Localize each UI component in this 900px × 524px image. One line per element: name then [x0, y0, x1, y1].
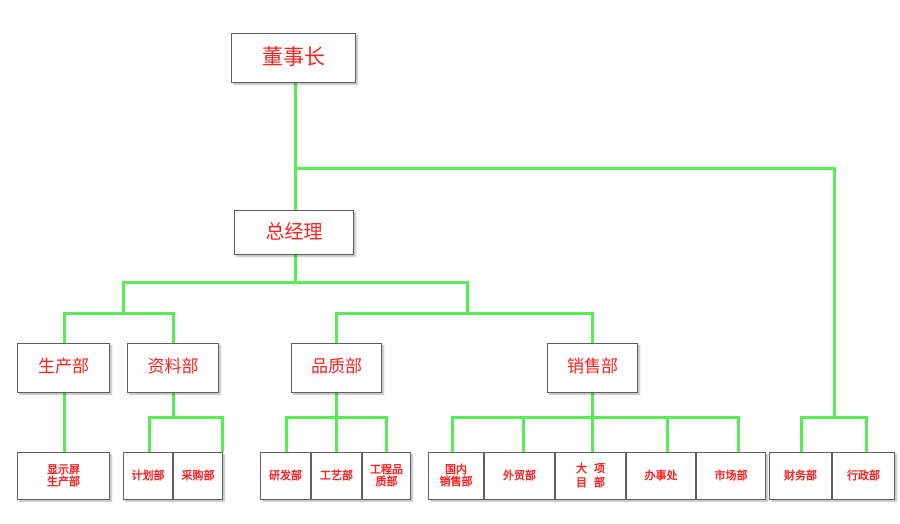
connector-to-finance — [800, 416, 803, 452]
node-display-production-label: 显示屏 生产部 — [47, 462, 80, 488]
node-purchasing[interactable]: 采购部 — [173, 452, 223, 500]
node-major-projects-label: 大 项 目 部 — [576, 462, 605, 489]
node-administration[interactable]: 行政部 — [832, 452, 895, 500]
connector-quality-trunk — [335, 392, 338, 419]
connector-to-rnd — [285, 416, 288, 452]
node-major-projects-char-2: 项 — [594, 462, 605, 476]
connector-to-engineering-quality — [385, 416, 388, 452]
node-major-projects-char-1: 大 — [576, 462, 587, 476]
node-quality[interactable]: 品质部 — [291, 343, 382, 393]
node-foreign-trade-label: 外贸部 — [503, 468, 536, 482]
connector-production-to-display — [63, 392, 66, 452]
node-materials[interactable]: 资料部 — [127, 343, 219, 393]
connector-right-group-bar — [335, 312, 594, 315]
node-finance-label: 财务部 — [784, 468, 817, 482]
connector-to-planning — [148, 416, 151, 452]
connector-gm-right-drop — [466, 281, 469, 315]
node-domestic-sales-label: 国内 销售部 — [439, 462, 473, 488]
connector-materials-bar — [148, 416, 224, 419]
node-administration-label: 行政部 — [847, 468, 880, 482]
connector-gm-trunk — [294, 254, 297, 284]
connector-to-purchasing — [221, 416, 224, 452]
node-major-projects-char-4: 部 — [594, 475, 605, 489]
node-sales[interactable]: 销售部 — [547, 343, 638, 393]
node-display-production[interactable]: 显示屏 生产部 — [17, 452, 110, 500]
node-general-manager-label: 总经理 — [265, 220, 323, 243]
node-office[interactable]: 办事处 — [626, 452, 696, 500]
connector-to-domestic-sales — [451, 416, 454, 452]
connector-sales-trunk — [591, 392, 594, 419]
connector-gm-splitter — [122, 281, 469, 284]
node-planning-label: 计划部 — [131, 468, 165, 482]
node-production[interactable]: 生产部 — [17, 343, 110, 393]
node-general-manager[interactable]: 总经理 — [234, 210, 354, 255]
connector-to-quality — [335, 312, 338, 343]
node-production-label: 生产部 — [38, 357, 89, 378]
connector-to-office — [666, 416, 669, 452]
node-office-label: 办事处 — [644, 468, 678, 482]
node-chairman-label: 董事长 — [262, 45, 325, 70]
node-sales-label: 销售部 — [567, 357, 618, 378]
node-domestic-sales[interactable]: 国内 销售部 — [428, 452, 484, 500]
connector-to-major-projects — [591, 416, 594, 452]
node-materials-label: 资料部 — [147, 357, 199, 378]
connector-chairman-to-gm — [294, 167, 297, 211]
node-marketing[interactable]: 市场部 — [696, 452, 766, 500]
node-foreign-trade[interactable]: 外贸部 — [484, 452, 555, 500]
connector-materials-trunk — [172, 392, 175, 419]
node-process[interactable]: 工艺部 — [311, 452, 362, 500]
node-planning[interactable]: 计划部 — [123, 452, 173, 500]
node-major-projects[interactable]: 大 项 目 部 — [555, 452, 626, 500]
node-finance[interactable]: 财务部 — [769, 452, 832, 500]
connector-chairman-trunk — [294, 82, 297, 170]
node-purchasing-label: 采购部 — [181, 468, 215, 482]
connector-to-foreign-trade — [522, 416, 525, 452]
node-marketing-label: 市场部 — [714, 468, 748, 482]
connector-staff-bar — [800, 416, 868, 419]
connector-to-process — [335, 416, 338, 452]
node-rnd-label: 研发部 — [269, 468, 302, 482]
connector-to-sales — [591, 312, 594, 343]
connector-left-group-bar — [63, 312, 175, 315]
node-engineering-quality-label: 工程品 质部 — [370, 462, 403, 488]
connector-to-materials — [172, 312, 175, 343]
node-quality-label: 品质部 — [311, 357, 362, 378]
connector-staff-vertical — [833, 167, 836, 418]
connector-to-administration — [865, 416, 868, 452]
connector-gm-left-drop — [122, 281, 125, 315]
node-engineering-quality[interactable]: 工程品 质部 — [362, 452, 411, 500]
node-process-label: 工艺部 — [320, 468, 353, 482]
connector-to-production — [63, 312, 66, 343]
connector-to-marketing — [737, 416, 740, 452]
node-rnd[interactable]: 研发部 — [260, 452, 311, 500]
node-major-projects-char-3: 目 — [576, 475, 587, 489]
node-chairman[interactable]: 董事长 — [231, 33, 356, 83]
connector-sales-bar — [451, 416, 740, 419]
connector-chairman-to-staff — [294, 167, 836, 170]
